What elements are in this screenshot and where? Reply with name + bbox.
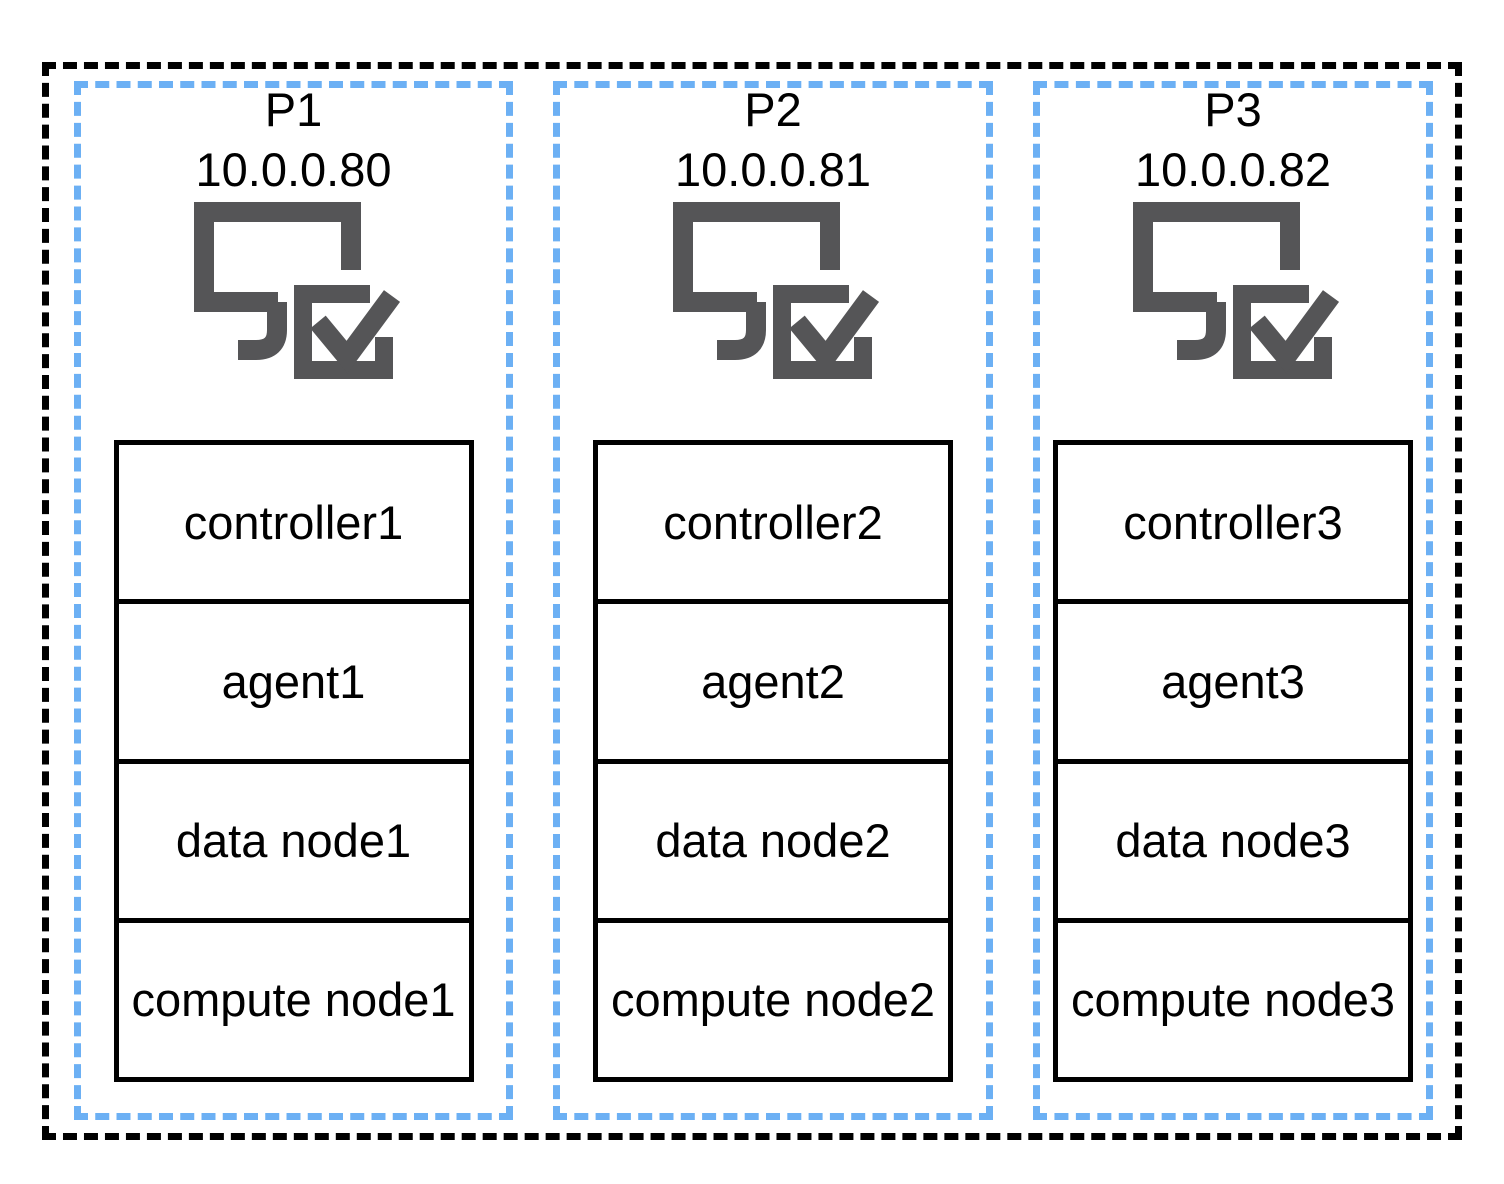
host-p1: P1 10.0.0.80 controller1 agent1 data nod…	[74, 81, 513, 1120]
monitor-shape	[673, 202, 840, 312]
checkbox-shape	[293, 285, 393, 379]
monitor-stand-shape	[717, 302, 766, 360]
checkbox-shape	[1233, 285, 1332, 379]
component-stack: controller3 agent3 data node3 compute no…	[1053, 440, 1413, 1082]
monitor-shape	[193, 202, 361, 312]
monitor-check-icon	[1133, 202, 1340, 379]
component-box: controller3	[1123, 495, 1343, 549]
component-box: controller1	[183, 495, 404, 549]
component-box: agent1	[118, 599, 469, 758]
component-stack: controller2 agent2 data node2 compute no…	[593, 440, 953, 1082]
component-box: data node3	[1058, 758, 1408, 918]
component-box: agent2	[598, 599, 948, 758]
host-p3: P3 10.0.0.82 controller3 agent3 data nod…	[1033, 81, 1433, 1120]
host-ip: 10.0.0.80	[195, 143, 392, 196]
component-box: data node1	[118, 758, 469, 918]
checkmark-shape	[789, 290, 880, 374]
component-box: compute node2	[598, 917, 948, 1077]
monitor-shape	[1133, 202, 1300, 312]
monitor-check-icon	[673, 202, 880, 379]
cluster-boundary	[42, 62, 1462, 1140]
monitor-stand-shape	[1177, 302, 1226, 360]
host-name: P1	[264, 83, 323, 136]
component-box: compute node3	[1058, 917, 1408, 1077]
component-box: compute node1	[118, 917, 469, 1077]
monitor-stand-shape	[237, 302, 287, 360]
checkmark-shape	[1249, 290, 1340, 374]
checkmark-shape	[309, 290, 400, 374]
host-p2: P2 10.0.0.81 controller2 agent2 data nod…	[553, 81, 993, 1120]
component-box: controller2	[663, 495, 883, 549]
monitor-check-icon	[193, 202, 400, 379]
component-box: agent3	[1058, 599, 1408, 758]
component-stack: controller1 agent1 data node1 compute no…	[113, 440, 474, 1082]
host-name: P2	[744, 83, 802, 136]
component-box: data node2	[598, 758, 948, 918]
host-ip: 10.0.0.82	[1134, 143, 1331, 196]
host-ip: 10.0.0.81	[674, 143, 871, 196]
host-name: P3	[1204, 83, 1262, 136]
checkbox-shape	[773, 285, 872, 379]
